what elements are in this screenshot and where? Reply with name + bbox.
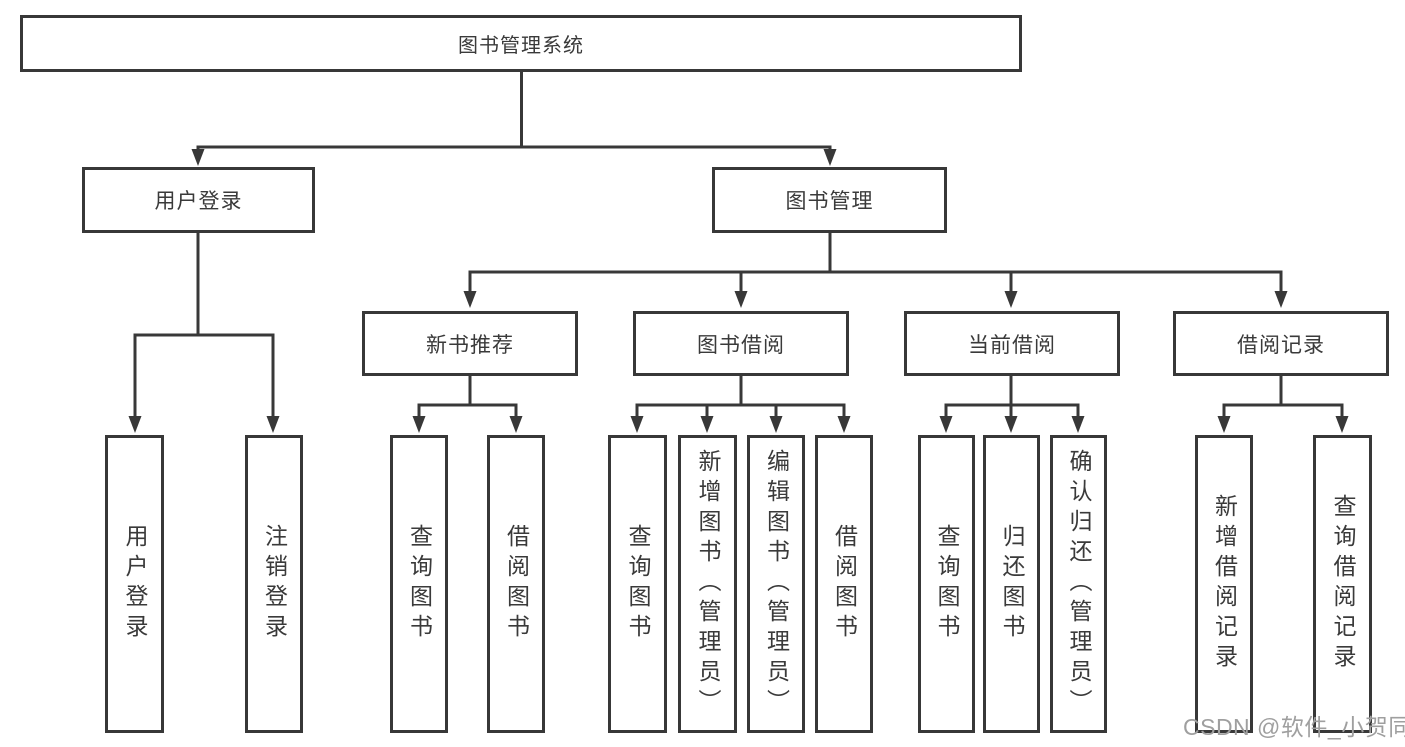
node-book-management: 图书管理 [712,167,947,233]
node-leaf-edit-book-admin-label: 编辑图书（管理员） [763,449,790,719]
node-leaf-confirm-return-admin-label: 确认归还（管理员） [1066,449,1092,719]
node-leaf-user-login: 用户登录 [105,435,164,733]
node-leaf-query-books-borrowing: 查询图书 [608,435,667,733]
node-book-borrowing: 图书借阅 [633,311,849,376]
node-leaf-query-borrow-record: 查询借阅记录 [1313,435,1372,733]
node-leaf-add-book-admin: 新增图书（管理员） [678,435,737,733]
node-library-system-label: 图书管理系统 [458,35,584,57]
node-user-login-label: 用户登录 [154,190,243,213]
node-new-book-recommend: 新书推荐 [362,311,578,376]
node-leaf-borrow-books-borrowing: 借阅图书 [815,435,873,733]
node-leaf-query-borrow-record-label: 查询借阅记录 [1330,494,1356,674]
node-leaf-confirm-return-admin: 确认归还（管理员） [1050,435,1107,733]
watermark: CSDN @软件_小贺同学 [1183,714,1405,740]
node-leaf-return-books-label: 归还图书 [999,524,1025,644]
node-leaf-borrow-books-recommend-label: 借阅图书 [503,524,530,644]
node-library-system: 图书管理系统 [20,15,1022,72]
node-leaf-add-borrow-record: 新增借阅记录 [1195,435,1253,733]
node-leaf-logout: 注销登录 [245,435,303,733]
node-current-borrowing-label: 当前借阅 [968,333,1056,357]
node-leaf-return-books: 归还图书 [983,435,1040,733]
node-current-borrowing: 当前借阅 [904,311,1120,376]
node-leaf-logout-label: 注销登录 [261,524,288,644]
node-leaf-edit-book-admin: 编辑图书（管理员） [747,435,805,733]
node-leaf-query-books-current: 查询图书 [918,435,975,733]
node-borrowing-records-label: 借阅记录 [1237,333,1325,357]
node-leaf-query-books-recommend: 查询图书 [390,435,448,733]
node-leaf-add-book-admin-label: 新增图书（管理员） [695,449,721,719]
node-borrowing-records: 借阅记录 [1173,311,1389,376]
node-leaf-query-books-current-label: 查询图书 [934,524,960,644]
node-user-login: 用户登录 [82,167,315,233]
node-book-management-label: 图书管理 [785,190,874,213]
node-leaf-query-books-recommend-label: 查询图书 [406,524,433,644]
node-new-book-recommend-label: 新书推荐 [426,333,514,357]
node-leaf-query-books-borrowing-label: 查询图书 [625,524,651,644]
node-leaf-borrow-books-borrowing-label: 借阅图书 [831,524,858,644]
node-leaf-add-borrow-record-label: 新增借阅记录 [1211,494,1238,674]
node-leaf-user-login-label: 用户登录 [122,524,148,644]
node-book-borrowing-label: 图书借阅 [697,333,785,357]
node-leaf-borrow-books-recommend: 借阅图书 [487,435,545,733]
